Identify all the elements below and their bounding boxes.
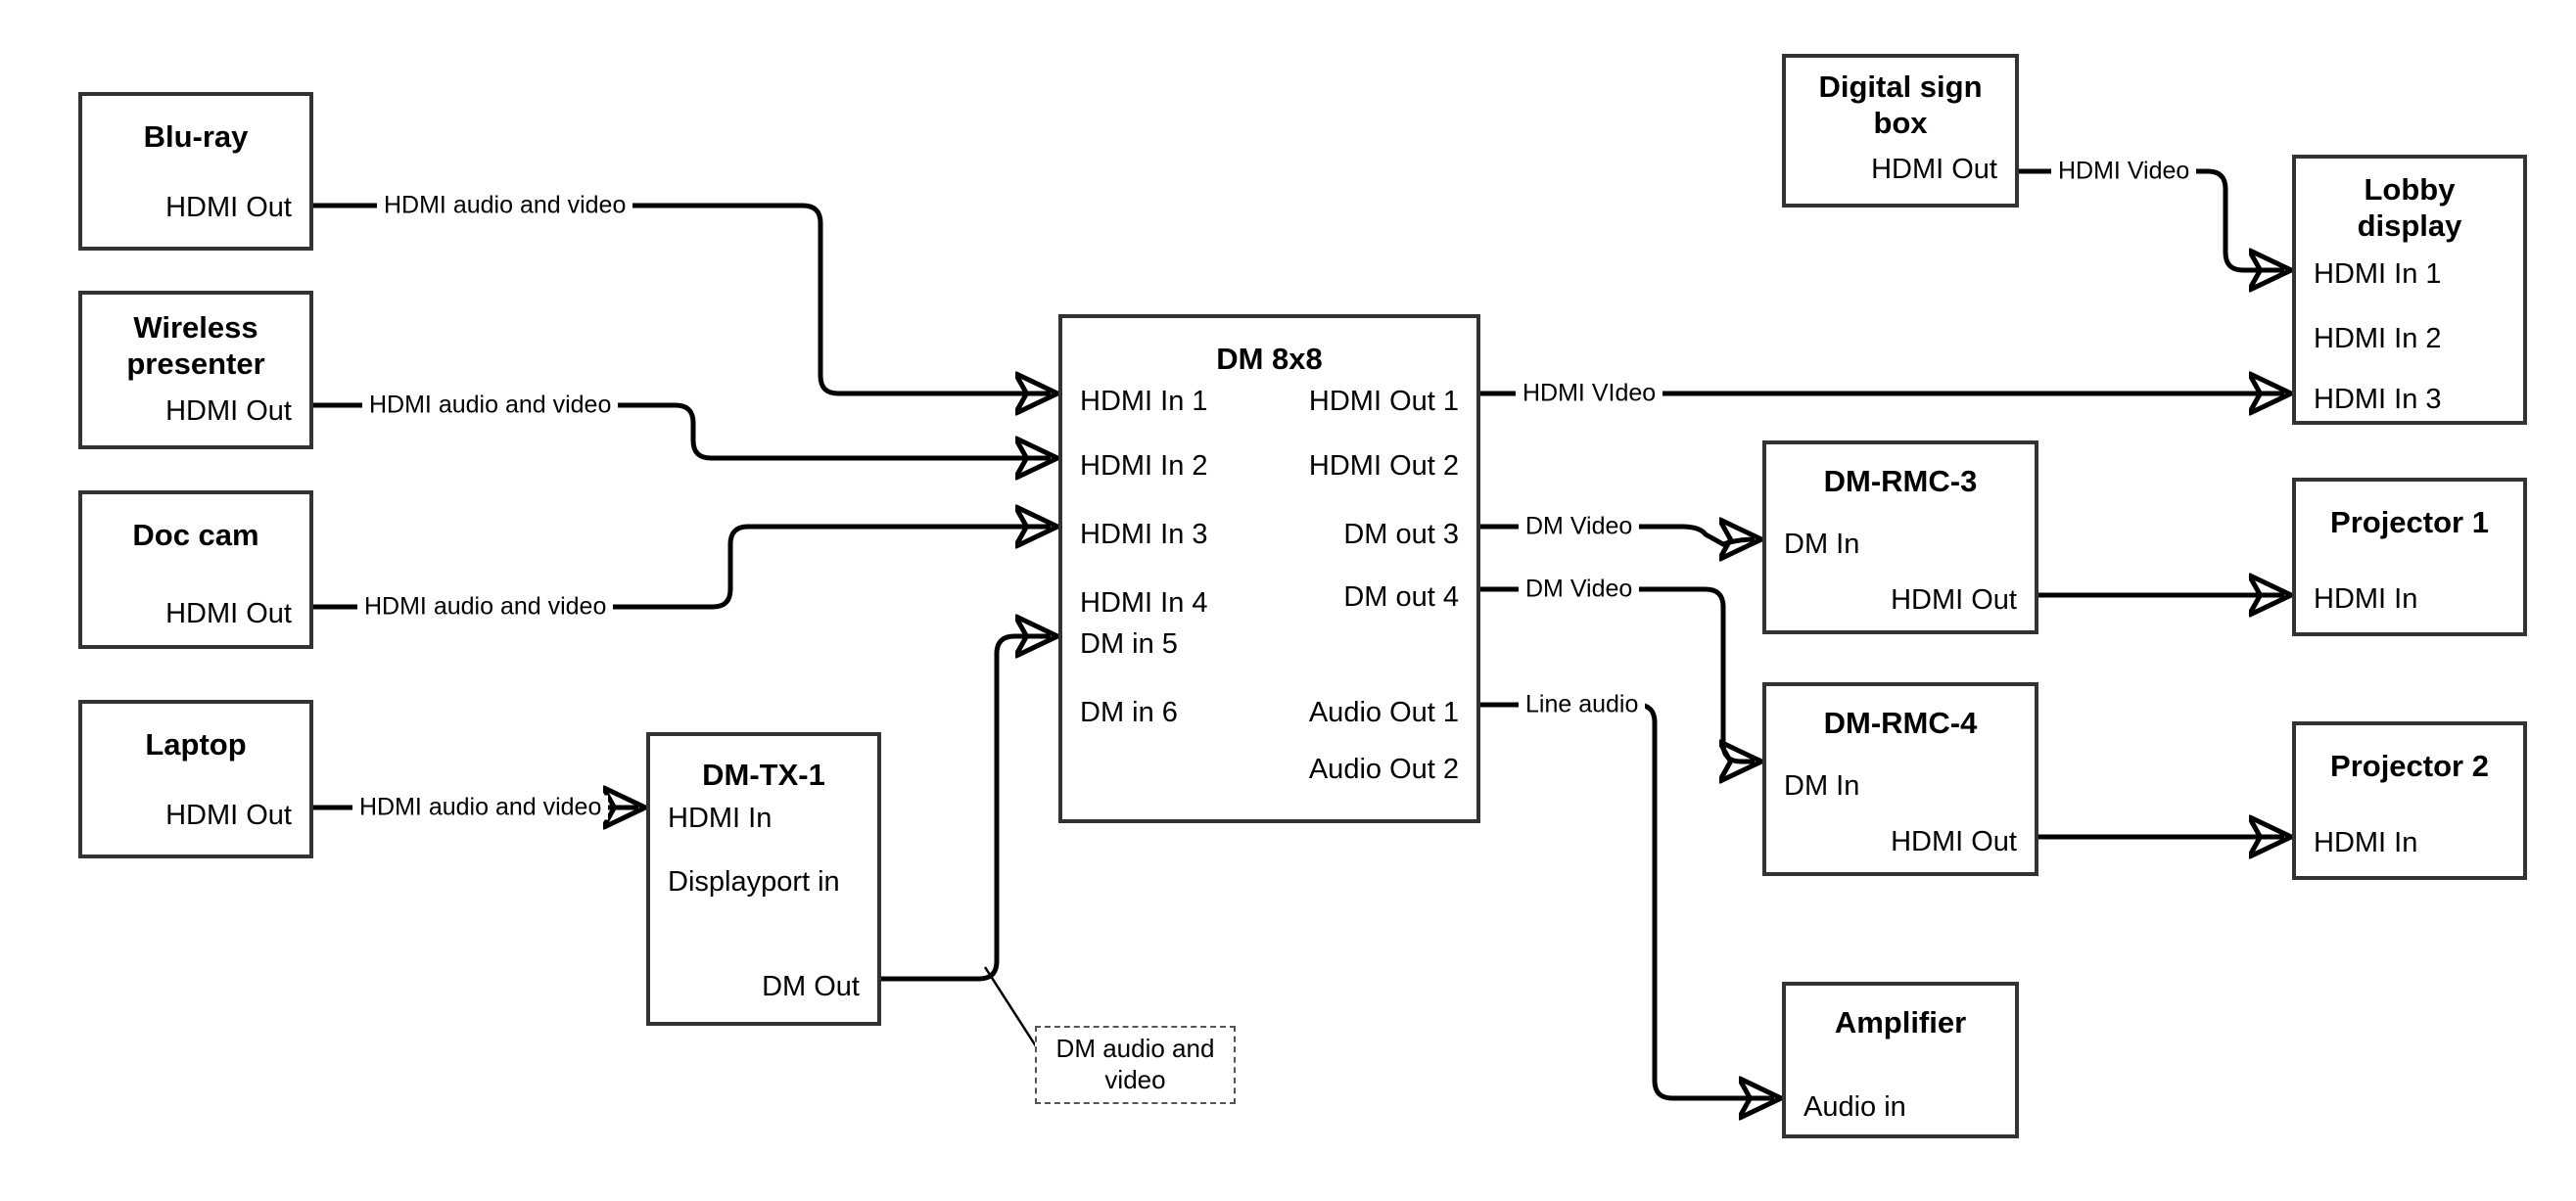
wire-label-wireless: HDMI audio and video	[362, 393, 619, 418]
port-lobby-hdmi-in-1[interactable]: HDMI In 1	[2314, 258, 2442, 290]
wire-bluray-to-dm8x8-in1	[313, 203, 1051, 393]
port-rmc4-dm-in[interactable]: DM In	[1784, 770, 1860, 802]
wire-label-dm-out3: DM Video	[1519, 514, 1640, 539]
port-dm8x8-hdmi-in-3[interactable]: HDMI In 3	[1080, 519, 1208, 550]
port-laptop-hdmi-out[interactable]: HDMI Out	[165, 800, 292, 831]
node-digital-sign-box[interactable]: Digital sign box HDMI Out	[1782, 54, 2019, 208]
node-projector-2[interactable]: Projector 2 HDMI In	[2292, 721, 2527, 880]
wire-label-doccam: HDMI audio and video	[357, 594, 614, 620]
wire-dm8x8-audioout1-to-amp	[1480, 702, 1774, 1098]
port-proj1-hdmi-in[interactable]: HDMI In	[2314, 583, 2418, 615]
wire-label-signbox: HDMI Video	[2051, 159, 2197, 184]
node-doc-cam[interactable]: Doc cam HDMI Out	[78, 490, 313, 649]
port-proj2-hdmi-in[interactable]: HDMI In	[2314, 827, 2418, 858]
wire-dm8x8-out3-to-rmc3	[1480, 527, 1755, 544]
wire-label-laptop: HDMI audio and video	[352, 795, 609, 820]
node-dm-8x8[interactable]: DM 8x8 HDMI In 1 HDMI In 2 HDMI In 3 HDM…	[1058, 314, 1480, 823]
port-amp-audio-in[interactable]: Audio in	[1803, 1091, 1906, 1123]
node-dm-rmc-4-title: DM-RMC-4	[1823, 706, 1978, 740]
port-lobby-hdmi-in-3[interactable]: HDMI In 3	[2314, 384, 2442, 415]
port-doccam-hdmi-out[interactable]: HDMI Out	[165, 598, 292, 629]
port-dm8x8-dm-out-3[interactable]: DM out 3	[1343, 519, 1459, 550]
wire-dm8x8-out4-to-rmc4	[1480, 586, 1755, 762]
port-dmtx1-displayport-in[interactable]: Displayport in	[668, 866, 840, 898]
port-dm8x8-hdmi-in-4[interactable]: HDMI In 4	[1080, 587, 1208, 619]
port-dm8x8-audio-out-1[interactable]: Audio Out 1	[1308, 697, 1459, 728]
node-digital-sign-box-title: Digital sign box	[1818, 69, 1983, 140]
wire-label-bluray: HDMI audio and video	[377, 193, 633, 218]
node-lobby-display[interactable]: Lobby display HDMI In 1 HDMI In 2 HDMI I…	[2292, 155, 2527, 425]
node-laptop-title: Laptop	[145, 727, 247, 762]
annotation-dm-audio-and-video-text: DM audio and video	[1055, 1034, 1215, 1094]
wire-wireless-to-dm8x8-in2	[313, 402, 1051, 458]
node-projector-1-title: Projector 1	[2330, 505, 2489, 539]
node-dm-rmc-4[interactable]: DM-RMC-4 DM In HDMI Out	[1762, 682, 2038, 876]
port-rmc3-hdmi-out[interactable]: HDMI Out	[1891, 584, 2017, 616]
port-dm8x8-dm-out-4[interactable]: DM out 4	[1343, 581, 1459, 613]
node-dm-rmc-3[interactable]: DM-RMC-3 DM In HDMI Out	[1762, 440, 2038, 634]
node-dm-8x8-title: DM 8x8	[1216, 342, 1323, 376]
port-dmtx1-hdmi-in[interactable]: HDMI In	[668, 803, 773, 834]
node-amplifier[interactable]: Amplifier Audio in	[1782, 982, 2019, 1138]
port-wireless-hdmi-out[interactable]: HDMI Out	[165, 395, 292, 427]
annotation-dm-audio-and-video: DM audio and video	[1035, 1026, 1236, 1104]
node-laptop[interactable]: Laptop HDMI Out	[78, 700, 313, 858]
port-dm8x8-dm-in-5[interactable]: DM in 5	[1080, 628, 1178, 660]
node-amplifier-title: Amplifier	[1834, 1005, 1967, 1039]
wire-label-audio-out1: Line audio	[1519, 692, 1646, 717]
node-dm-rmc-3-title: DM-RMC-3	[1823, 464, 1978, 498]
node-bluray[interactable]: Blu-ray HDMI Out	[78, 92, 313, 251]
port-dm8x8-hdmi-in-1[interactable]: HDMI In 1	[1080, 386, 1208, 417]
node-dm-tx-1-title: DM-TX-1	[702, 758, 825, 792]
port-rmc3-dm-in[interactable]: DM In	[1784, 529, 1860, 560]
wire-label-hdmi-out1: HDMI VIdeo	[1516, 381, 1663, 406]
port-dm8x8-audio-out-2[interactable]: Audio Out 2	[1308, 754, 1459, 785]
node-wireless-presenter[interactable]: Wireless presenter HDMI Out	[78, 291, 313, 449]
wire-label-dm-out4: DM Video	[1519, 577, 1640, 602]
node-bluray-title: Blu-ray	[143, 119, 249, 154]
port-dm8x8-hdmi-in-2[interactable]: HDMI In 2	[1080, 450, 1208, 482]
port-dm8x8-dm-in-6[interactable]: DM in 6	[1080, 697, 1178, 728]
wire-doccam-to-dm8x8-in3	[313, 527, 1051, 610]
leader-line-dm-audio-video-note	[983, 966, 1040, 1050]
port-rmc4-hdmi-out[interactable]: HDMI Out	[1891, 826, 2017, 857]
port-dm8x8-hdmi-out-2[interactable]: HDMI Out 2	[1308, 450, 1459, 482]
wire-dmtx1-to-dm8x8-in5	[881, 636, 1051, 982]
port-dmtx1-dm-out[interactable]: DM Out	[762, 971, 860, 1002]
node-projector-2-title: Projector 2	[2330, 749, 2489, 783]
port-dm8x8-hdmi-out-1[interactable]: HDMI Out 1	[1308, 386, 1459, 417]
node-projector-1[interactable]: Projector 1 HDMI In	[2292, 478, 2527, 636]
node-wireless-presenter-title: Wireless presenter	[126, 310, 265, 381]
node-dm-tx-1[interactable]: DM-TX-1 HDMI In Displayport in DM Out	[646, 732, 881, 1026]
port-lobby-hdmi-in-2[interactable]: HDMI In 2	[2314, 323, 2442, 354]
node-doc-cam-title: Doc cam	[132, 518, 259, 552]
port-bluray-hdmi-out[interactable]: HDMI Out	[165, 192, 292, 223]
wire-signbox-to-lobby-in1	[2019, 168, 2284, 270]
node-lobby-display-title: Lobby display	[2357, 172, 2462, 243]
port-signbox-hdmi-out[interactable]: HDMI Out	[1871, 154, 1997, 185]
